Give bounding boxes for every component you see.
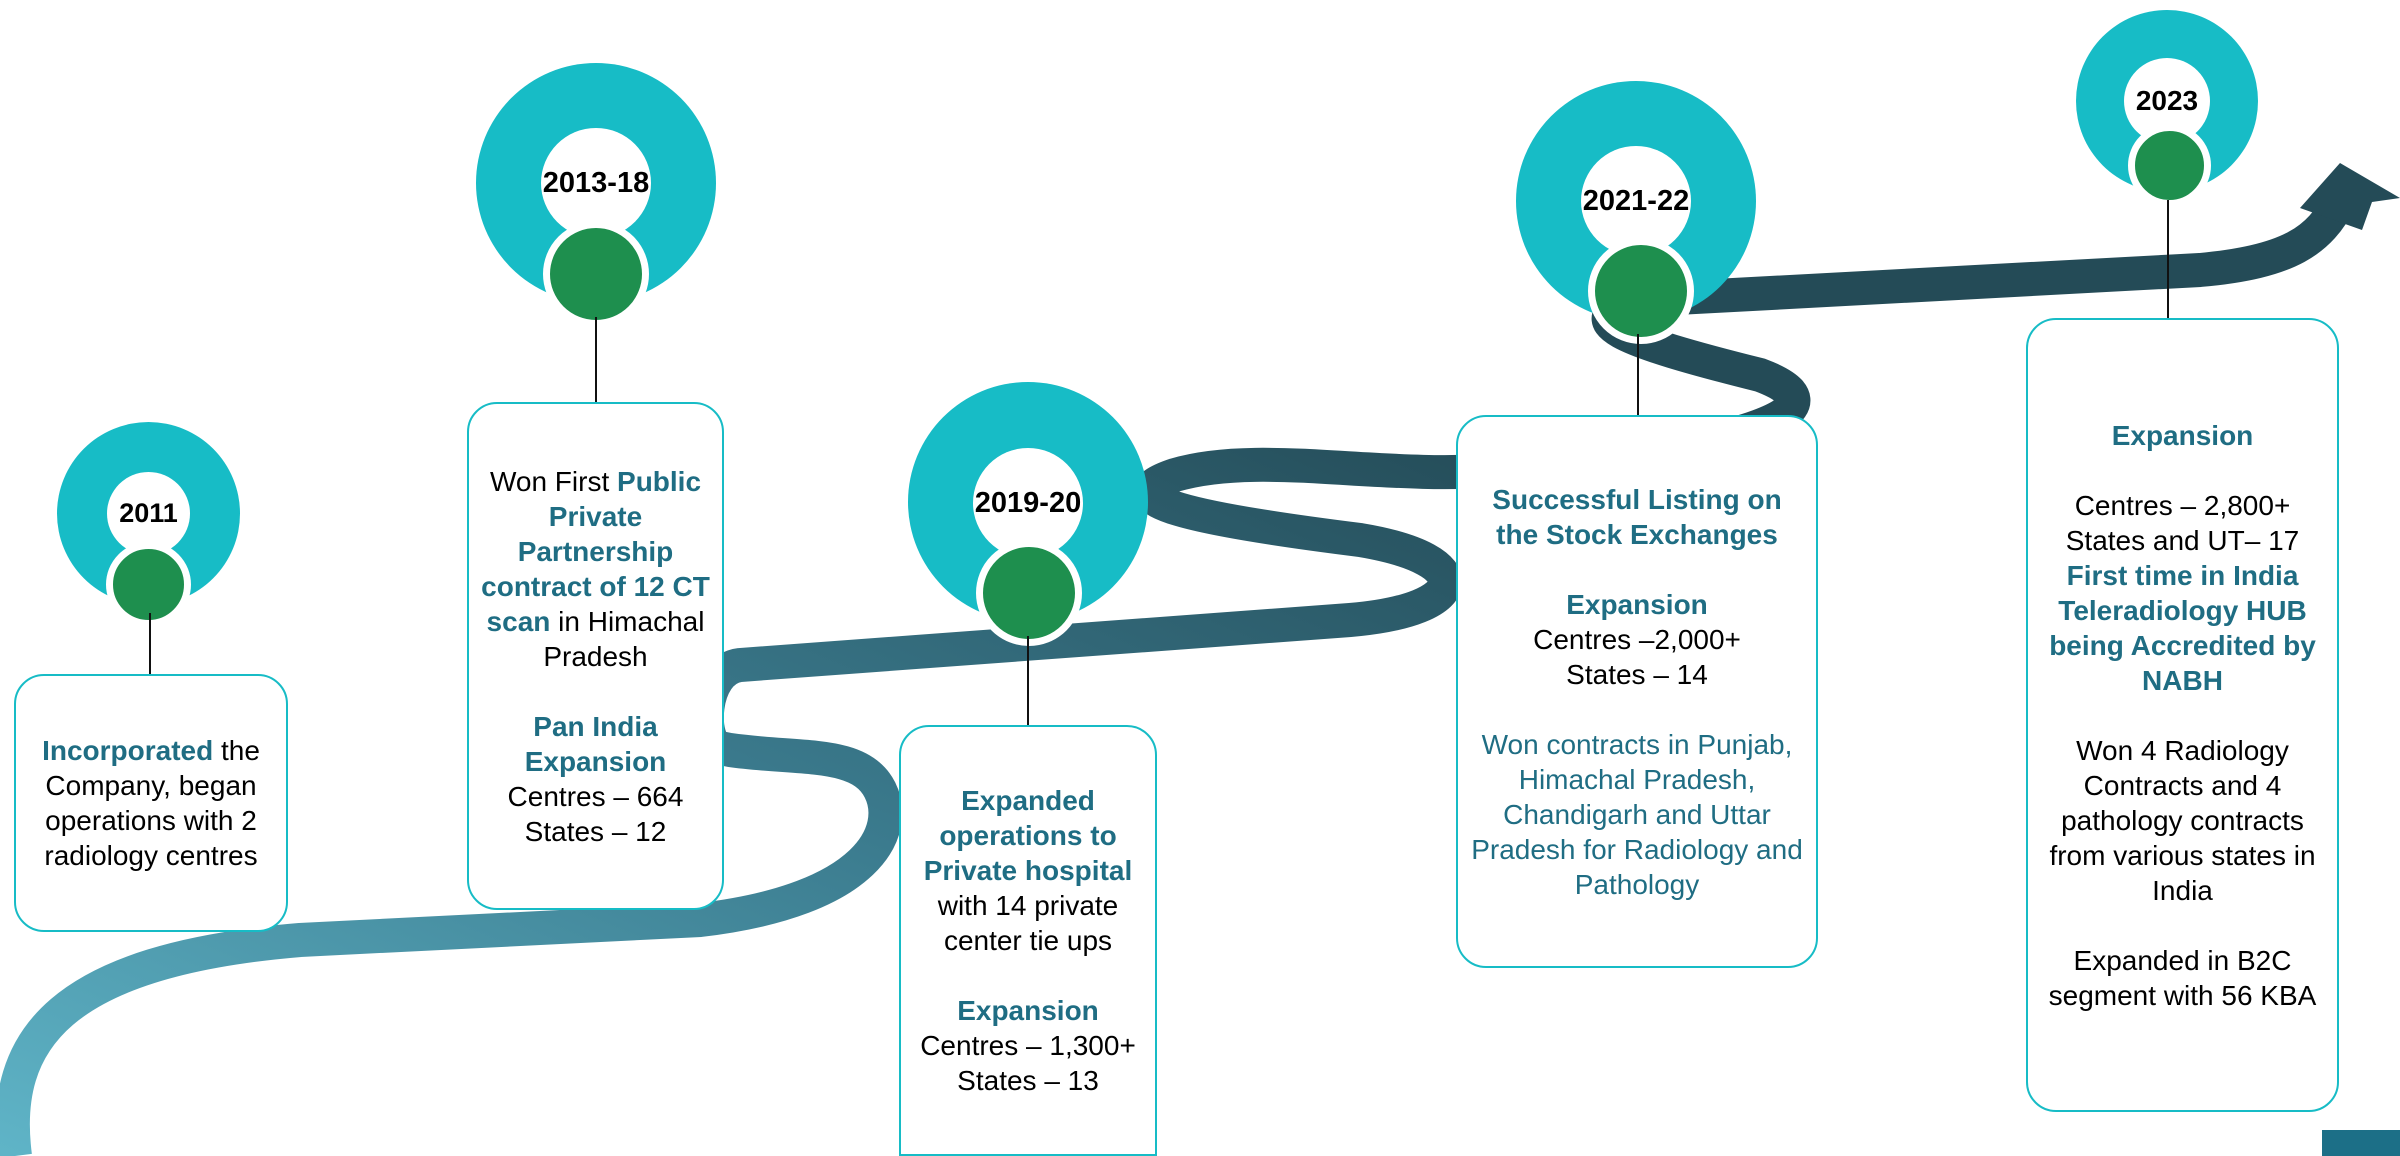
year-ring-center: 2011 — [107, 472, 190, 555]
card-highlight: Expanded operations to Private hospital — [923, 785, 1133, 886]
card-subheading: Pan India Expansion — [524, 710, 667, 777]
card-subheading: Expansion — [957, 995, 1099, 1026]
connector-line — [1637, 334, 1639, 416]
year-ring-center: 2019-20 — [973, 448, 1083, 558]
card-text: the Company, began operations with 2 rad… — [44, 735, 260, 871]
card-stat-centres: Centres – 2,800+ — [2074, 489, 2291, 521]
card-contracts: Won 4 Radiology Contracts and 4 patholog… — [2049, 734, 2316, 906]
card-stat-centres: Centres – 1,300+ — [920, 1030, 1136, 1061]
card-contracts: Won contracts in Punjab, Himachal Prades… — [1471, 728, 1803, 900]
milestone-dot — [543, 221, 649, 327]
milestone-card: Won First Public Private Partnership con… — [467, 402, 724, 910]
milestone-card: Expansion Centres – 2,800+ States and UT… — [2026, 318, 2339, 1112]
year-label: 2013-18 — [542, 166, 650, 199]
road-arrowhead — [2300, 163, 2400, 230]
connector-line — [149, 613, 151, 675]
milestone-dot — [2128, 124, 2211, 207]
card-highlight: Successful Listing on the Stock Exchange… — [1492, 483, 1782, 550]
milestone-dot — [976, 540, 1082, 646]
card-highlight: Public Private Partnership contract of 1… — [481, 465, 710, 637]
year-ring-center: 2013-18 — [541, 128, 651, 238]
corner-block — [2322, 1130, 2400, 1156]
road-path — [0, 192, 2356, 1156]
card-stat-states: States and UT– 17 — [2065, 524, 2300, 556]
card-highlight: Incorporated — [42, 735, 214, 766]
card-b2c: Expanded in B2C segment with 56 KBA — [2048, 944, 2317, 1011]
card-text: Won First — [489, 465, 618, 497]
milestone-dot — [1588, 238, 1694, 344]
year-label: 2011 — [119, 498, 178, 528]
card-subheading: Expansion — [2111, 419, 2254, 451]
year-ring-center: 2021-22 — [1581, 146, 1691, 256]
card-highlight: First time in India Teleradiology HUB be… — [2049, 559, 2316, 696]
milestone-card: Expanded operations to Private hospital … — [899, 725, 1157, 1156]
card-stat-centres: Centres – 664 — [507, 780, 684, 812]
milestone-card: Incorporated the Company, began operatio… — [14, 674, 288, 932]
connector-line — [1027, 636, 1029, 726]
card-text: with 14 private center tie ups — [937, 890, 1119, 956]
milestone-dot — [106, 542, 191, 627]
year-label: 2021-22 — [1582, 184, 1690, 217]
milestone-card: Successful Listing on the Stock Exchange… — [1456, 415, 1818, 968]
card-stat-states: States – 12 — [524, 815, 667, 847]
year-label: 2023 — [2135, 85, 2199, 116]
card-subheading: Expansion — [1566, 588, 1708, 620]
card-text-tail: in Himachal Pradesh — [543, 605, 705, 672]
card-stat-states: States – 13 — [957, 1065, 1099, 1096]
connector-line — [595, 317, 597, 402]
card-stat-states: States – 14 — [1566, 658, 1708, 690]
card-stat-centres: Centres –2,000+ — [1533, 623, 1741, 655]
year-label: 2019-20 — [974, 486, 1082, 519]
connector-line — [2167, 200, 2169, 318]
